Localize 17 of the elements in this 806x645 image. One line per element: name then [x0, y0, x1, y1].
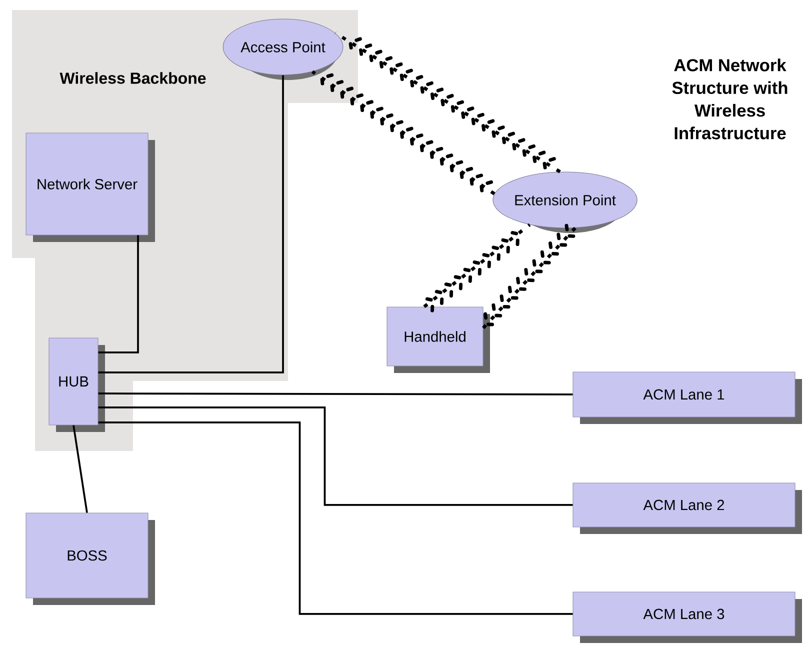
title: ACM Network Structure with Wireless Infrastructure [672, 58, 788, 140]
device-box: ACM Lane 2 [572, 482, 802, 534]
wireless-link [420, 223, 531, 312]
device-box: Handheld [386, 306, 490, 373]
device-box: HUB [48, 338, 105, 432]
wireless-link [311, 70, 496, 198]
cable-line [98, 422, 573, 615]
cable-line [98, 75, 284, 374]
cable-line [98, 235, 139, 354]
device-box: ACM Lane 3 [572, 592, 802, 643]
device-box: ACM Lane 1 [572, 372, 802, 424]
device-box: BOSS [26, 512, 155, 605]
cable-line [72, 425, 88, 513]
cable-line [98, 406, 573, 506]
device-box: Network Server [26, 132, 155, 242]
cable-line [98, 392, 573, 396]
wireless-link [334, 32, 561, 174]
